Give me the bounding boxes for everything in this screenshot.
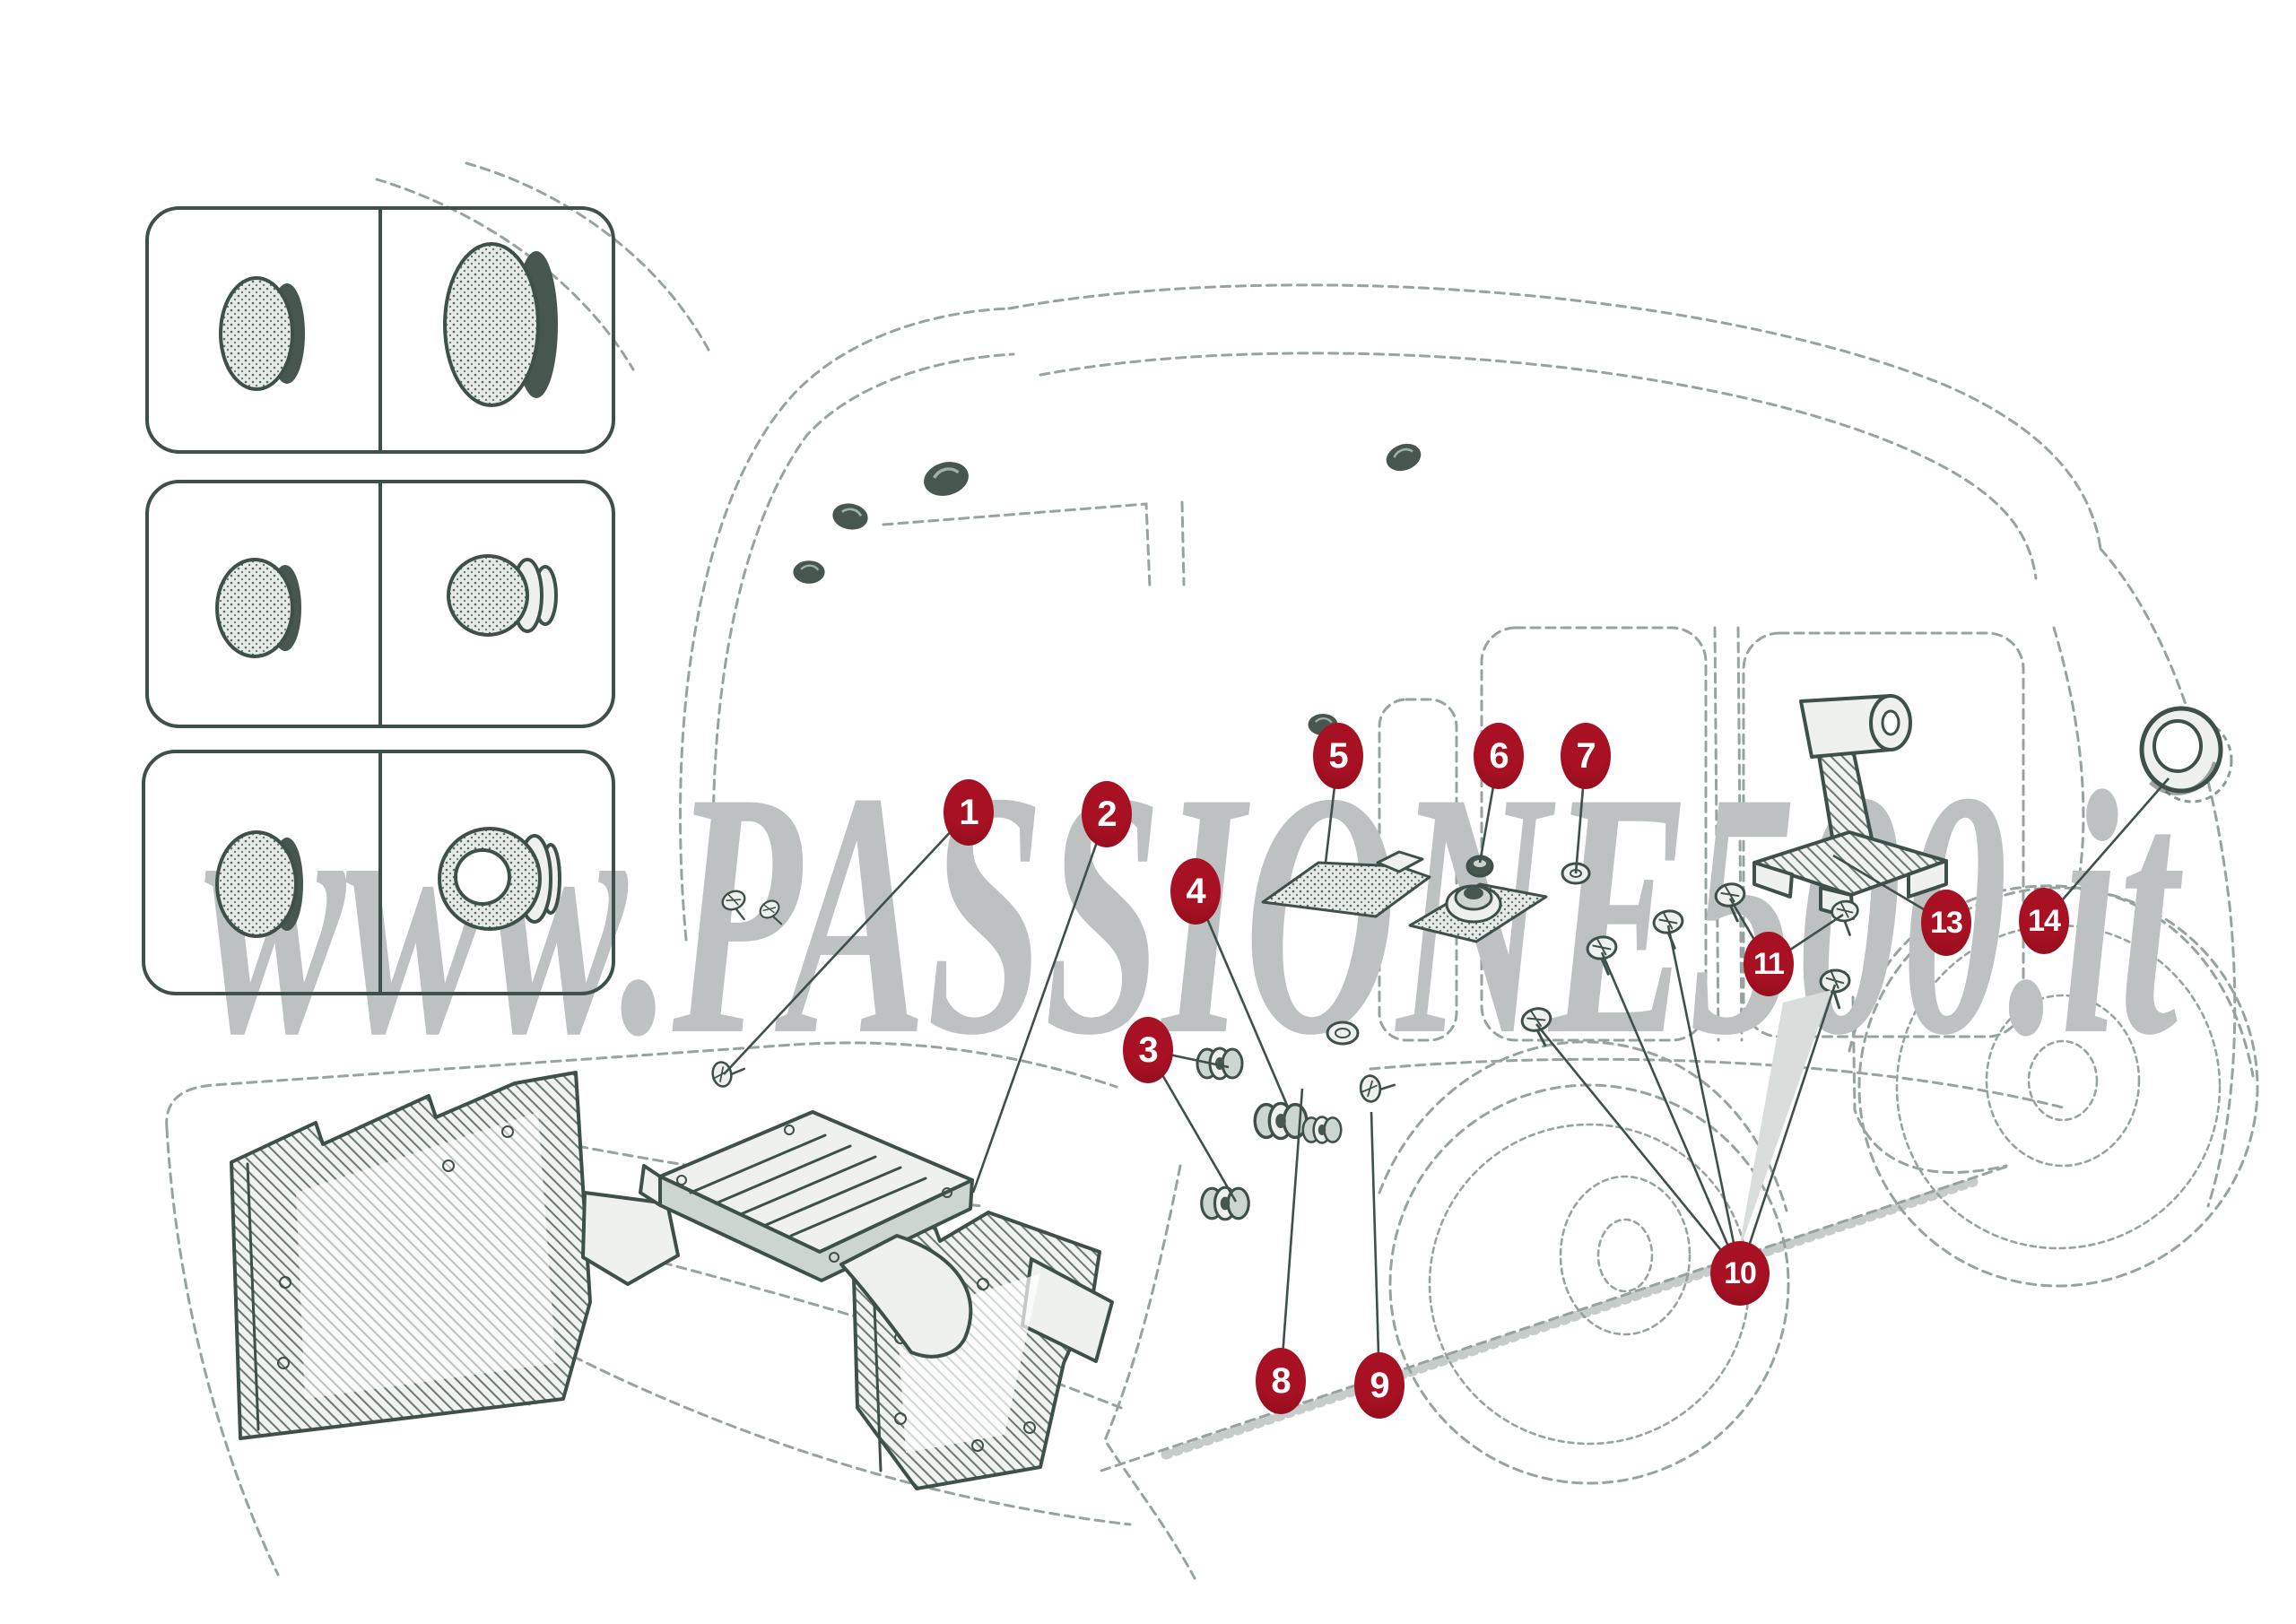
beltline — [1369, 1057, 2065, 1109]
roof-outer — [1007, 283, 2102, 551]
callout-badge-5: 5 — [1313, 723, 1363, 789]
insulation-panel-left — [230, 1071, 680, 1440]
front-tire-inner — [1428, 1123, 1751, 1446]
rear-hub — [1985, 994, 2141, 1168]
leader-line-9 — [1370, 1111, 1381, 1386]
rear-quarter-line — [2052, 626, 2085, 881]
oval-plug-large-icon — [443, 242, 558, 407]
left-edge-line — [165, 1126, 280, 1576]
leader-line-2 — [971, 813, 1109, 1194]
leader-line-4 — [1194, 890, 1291, 1110]
callout-badge-10: 10 — [1710, 1241, 1770, 1306]
front-hub — [1559, 1175, 1692, 1336]
callout-badge-8: 8 — [1256, 1348, 1306, 1414]
ring-grommet — [2139, 706, 2233, 803]
callout-badge-2: 2 — [1082, 781, 1132, 847]
rear-tire — [1857, 886, 2259, 1288]
rear-hub-center — [2027, 1039, 2099, 1122]
front-hub-center — [1596, 1218, 1654, 1293]
leader-line-10 — [1535, 1023, 1742, 1274]
side-window-2 — [1742, 631, 2025, 1038]
square-plug-icon-2 — [215, 830, 303, 938]
front-fender-arch — [1378, 1040, 1788, 1212]
rubber-bushings — [1196, 1020, 1360, 1221]
large-grommet-icon — [438, 827, 561, 931]
callout-badge-3: 3 — [1123, 1017, 1173, 1083]
hood-arc — [375, 178, 635, 371]
solid-parts — [142, 206, 2233, 1490]
a-pillar-inner — [711, 352, 1015, 943]
oval-plug-small-icon — [219, 276, 305, 391]
body-grommets — [792, 438, 1426, 737]
front-tire — [1388, 1083, 1790, 1485]
callout-badge-13: 13 — [1921, 890, 1971, 956]
callout-badge-11: 11 — [1744, 932, 1794, 996]
leader-line-8 — [1279, 1088, 1304, 1382]
grommet-panel-row-2 — [145, 480, 615, 728]
windshield-top-frame — [882, 502, 1152, 589]
b-pillar-2 — [1736, 626, 1744, 1042]
leader-wedge — [1738, 990, 1831, 1254]
leader-line-10 — [1666, 925, 1742, 1274]
floor-board-ribs — [689, 1133, 927, 1238]
leader-line-10 — [1738, 984, 1837, 1274]
rear-fender-arch — [1848, 884, 2255, 1078]
grommet-panel-row-3 — [142, 750, 615, 995]
callout-badge-9: 9 — [1354, 1352, 1405, 1419]
leader-line-14 — [2043, 777, 2170, 922]
b-pillar-1 — [1713, 626, 1720, 1042]
floor-board-ribbed — [639, 1110, 974, 1359]
callout-badge-1: 1 — [944, 779, 994, 846]
leader-line-10 — [1600, 951, 1742, 1274]
roof-gutter — [1039, 352, 2038, 580]
callout-badge-7: 7 — [1561, 723, 1611, 789]
callout-badge-4: 4 — [1170, 858, 1221, 925]
rear-profile — [2099, 547, 2237, 1208]
grommet-panel-row-1 — [145, 206, 615, 454]
mounting-plate-flat — [1261, 850, 1431, 918]
door-aperture — [1103, 1164, 1196, 1580]
mounting-plate-boss — [1408, 882, 1548, 943]
a-pillar-outer — [679, 307, 1011, 942]
hood-arc-2 — [465, 161, 710, 352]
rear-pillar-bottom — [1851, 995, 2008, 1174]
washer-icon — [1326, 1020, 1360, 1046]
leader-line-1 — [723, 812, 970, 1075]
door-frame-front — [1180, 500, 1186, 586]
ghost-car-outline — [165, 161, 2259, 1580]
cowl-line — [165, 1041, 1118, 1130]
leader-lines — [723, 755, 2170, 1386]
callout-badge-14: 14 — [2019, 888, 2069, 954]
grommet-panels — [142, 206, 615, 995]
callout-badge-6: 6 — [1474, 723, 1524, 789]
side-window-1 — [1480, 626, 1708, 1042]
sill-hatch — [1161, 1177, 1979, 1460]
square-plug-icon — [215, 558, 301, 658]
round-grommet-side-icon — [447, 554, 558, 637]
